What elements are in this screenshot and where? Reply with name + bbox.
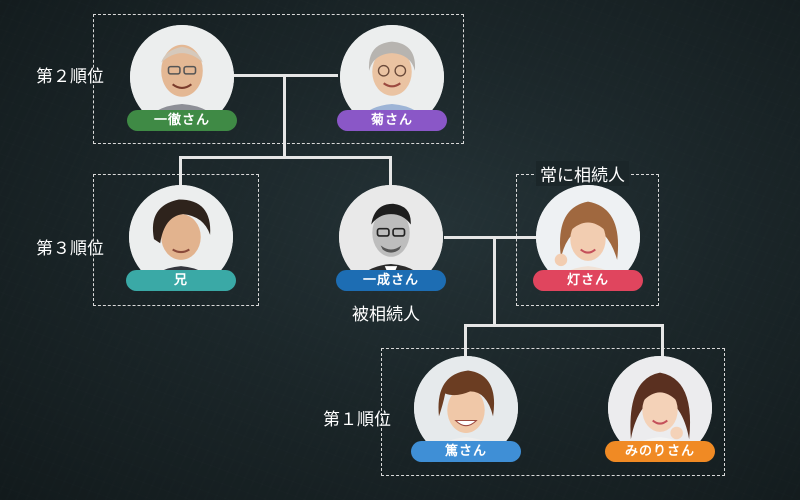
person-son[interactable]: 篤さん [411, 356, 521, 466]
brother-drop-line [179, 156, 182, 190]
rank3-group-box [93, 174, 259, 306]
parents-vertical-line [283, 74, 286, 158]
children-horizontal-line [464, 324, 664, 327]
spouse-name-badge: 灯さん [533, 270, 643, 291]
person-grandmother[interactable]: 菊さん [337, 25, 447, 135]
son-photo [414, 356, 518, 460]
spouse-note-label: 常に相続人 [536, 161, 629, 186]
rank2-group-box [93, 14, 464, 144]
daughter-drop-line [661, 324, 664, 358]
children-vertical-line [493, 236, 496, 326]
brother-name-badge: 兄 [126, 270, 236, 291]
person-decedent[interactable]: 一成さん [336, 185, 446, 295]
rank2-label: 第２順位 [36, 67, 104, 87]
rank1-group-box [381, 348, 725, 476]
grandfather-name-badge: 一徹さん [127, 110, 237, 131]
person-grandfather[interactable]: 一徹さん [127, 25, 237, 135]
rank1-label: 第１順位 [323, 410, 391, 430]
son-drop-line [464, 324, 467, 358]
decedent-drop-line [389, 156, 392, 190]
decedent-name-badge: 一成さん [336, 270, 446, 291]
person-spouse[interactable]: 灯さん [533, 185, 643, 295]
son-name-badge: 篤さん [411, 441, 521, 462]
person-brother[interactable]: 兄 [126, 185, 236, 295]
person-daughter[interactable]: みのりさん [605, 356, 715, 466]
decedent-label: 被相続人 [352, 305, 420, 325]
rank3-label: 第３順位 [36, 239, 104, 259]
marriage-line [444, 236, 536, 239]
grandmother-name-badge: 菊さん [337, 110, 447, 131]
daughter-name-badge: みのりさん [605, 441, 715, 462]
siblings-horizontal-line [179, 156, 392, 159]
